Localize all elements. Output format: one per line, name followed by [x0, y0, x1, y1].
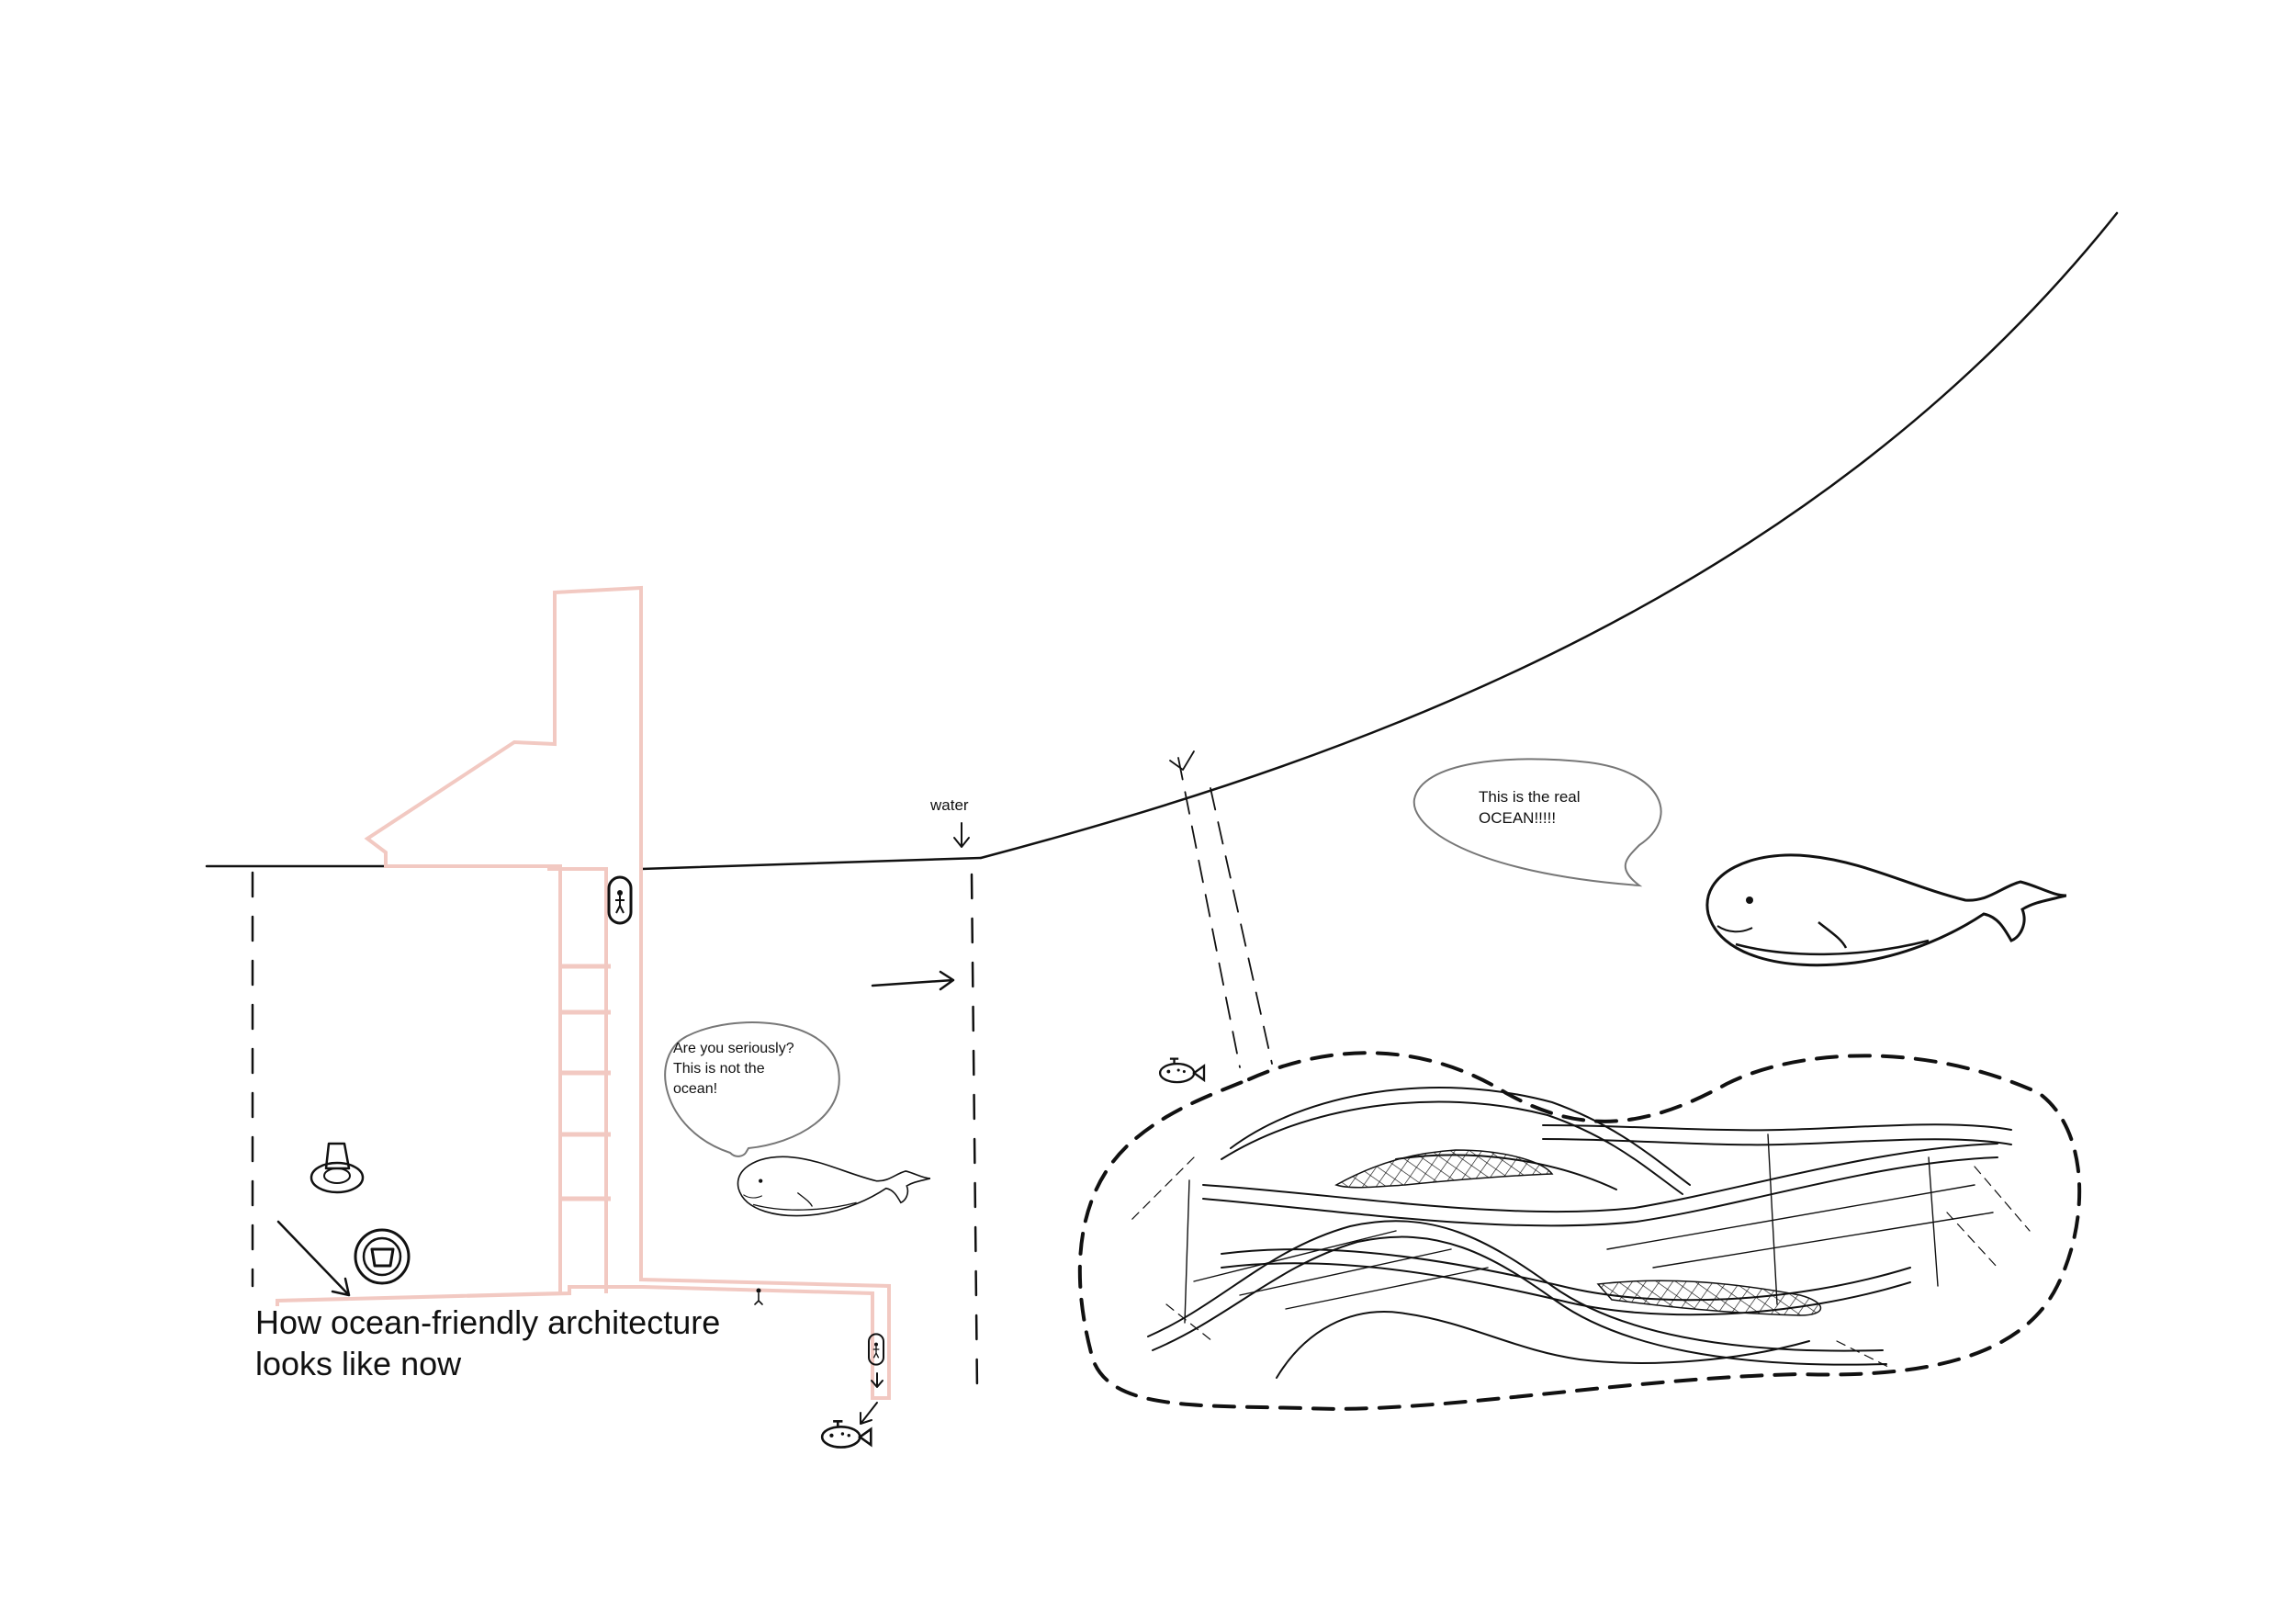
svg-text:Are you seriously? This: Are you seriously? This is not the ocean…: [673, 1041, 798, 1097]
fish-submarine-icon: [820, 1419, 872, 1449]
right-arrow-icon: [871, 970, 955, 991]
whale-icon: [737, 1156, 930, 1217]
water-label-group: water: [929, 796, 970, 848]
fish-submarine-icon: [1158, 1057, 1206, 1084]
speech-bubble-big-whale: This is the real OCEAN!!!!!: [1412, 758, 1662, 887]
speech-bubble-small-whale: Are you seriously? This is not the ocean…: [664, 1021, 840, 1157]
reef-structure: [1129, 1087, 2031, 1379]
dashed-light-shaft: [1169, 750, 1273, 1068]
diagonal-arrow-icon: [276, 1220, 351, 1297]
toilet-icon: [310, 1142, 365, 1194]
down-arrow-icon: [871, 1372, 884, 1388]
shaft-ladder: [547, 867, 611, 1293]
bubble-text-line: Are you seriously?: [673, 1041, 794, 1056]
bubble-text-line: OCEAN!!!!!: [1479, 809, 1556, 827]
whale-icon: [1705, 853, 2066, 967]
sea-level-line: [205, 211, 2119, 871]
tiny-person-icon: [754, 1288, 763, 1305]
caption: How ocean-friendly architecture looks li…: [255, 1303, 729, 1382]
svg-text:This is the real OCEAN!!: This is the real OCEAN!!!!!: [1479, 788, 1584, 827]
caption-line-1: How ocean-friendly architecture: [255, 1303, 720, 1341]
manhole-icon: [354, 1228, 411, 1285]
diagonal-arrow-icon: [860, 1402, 878, 1425]
bubble-text-line: ocean!: [673, 1081, 717, 1097]
caption-line-2: looks like now: [255, 1345, 462, 1382]
person-in-capsule-icon: [607, 875, 633, 925]
dashed-water-boundaries: [251, 871, 979, 1393]
bubble-text-line: This is not the: [673, 1061, 765, 1077]
building-outline: [276, 585, 891, 1400]
water-label: water: [929, 796, 969, 814]
bubble-text-line: This is the real: [1479, 788, 1581, 806]
dashed-reef-boundary: [1077, 1051, 2082, 1411]
down-arrow-icon: [953, 822, 970, 848]
